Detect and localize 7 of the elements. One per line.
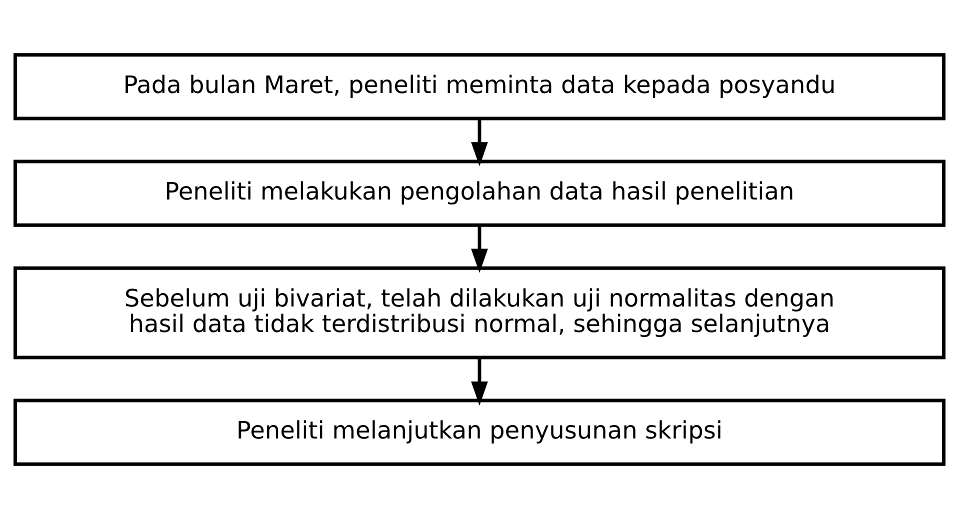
arrow (471, 358, 488, 406)
node-box: Peneliti melanjutkan penyusunan skripsi (14, 398, 946, 466)
arrow (471, 118, 488, 166)
node-box: Peneliti melakukan pengolahan data hasil penelitian (14, 160, 946, 227)
node-box: Pada bulan Maret, peneliti meminta data kepada posyandu (14, 53, 946, 120)
arrow (471, 226, 488, 273)
node-box: Sebelum uji bivariat, telah dilakukan uji normalitas dengan hasil data tidak terdistribusi normal, sehingga selanjutnya (14, 266, 946, 360)
